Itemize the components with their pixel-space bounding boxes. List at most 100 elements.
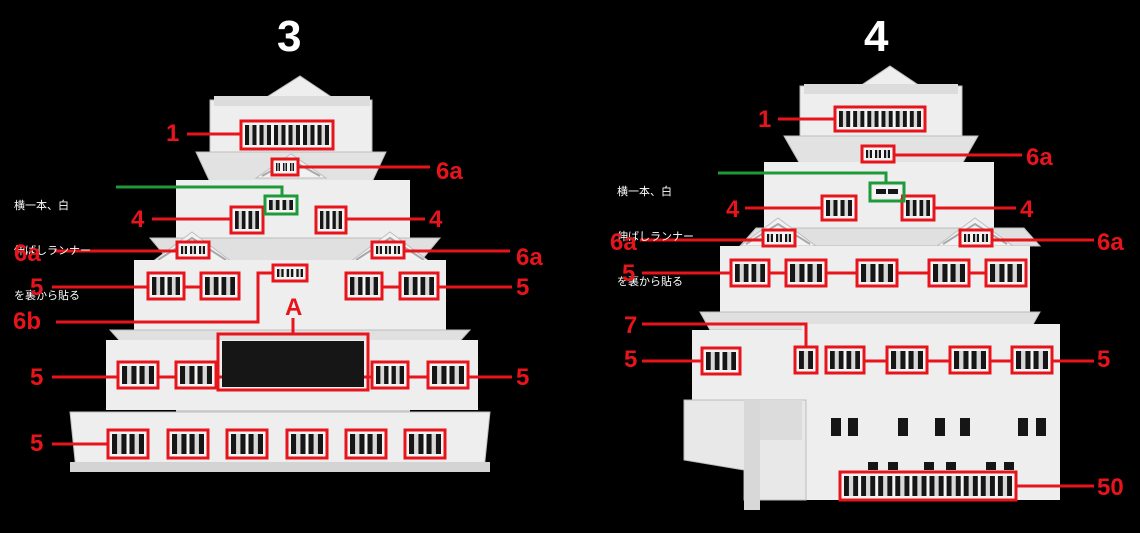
window-mullion bbox=[913, 111, 918, 127]
small-window bbox=[935, 418, 945, 436]
callout-label: 1 bbox=[166, 120, 180, 147]
window-mullion bbox=[1012, 264, 1017, 282]
window-mullion bbox=[372, 434, 377, 454]
callout-label: 5 bbox=[622, 260, 636, 287]
window-mullion bbox=[226, 277, 231, 295]
callout-label: 4 bbox=[429, 206, 443, 233]
window-mullion bbox=[378, 246, 380, 254]
note-line: 伸ばしランナー bbox=[14, 244, 91, 257]
window-mullion bbox=[803, 351, 809, 369]
runner-pane bbox=[876, 189, 886, 194]
callout-label: 6a bbox=[436, 158, 463, 185]
callout-label: 4 bbox=[1020, 196, 1034, 223]
window-mullion bbox=[830, 200, 834, 216]
callout-label: 5 bbox=[624, 346, 638, 373]
callout-label: 50 bbox=[1097, 474, 1124, 501]
window-mullion bbox=[286, 200, 290, 210]
window-mullion bbox=[323, 211, 327, 229]
gable-trim bbox=[157, 236, 227, 261]
small-window bbox=[1018, 418, 1028, 436]
window-mullion bbox=[769, 234, 771, 242]
opening-a bbox=[222, 341, 364, 387]
window-mullion bbox=[194, 434, 199, 454]
callout-label: A bbox=[285, 294, 303, 321]
note-line: 横一本、白 bbox=[617, 185, 672, 198]
window-mullion bbox=[313, 434, 318, 454]
window-mullion bbox=[277, 163, 279, 171]
window-mullion bbox=[710, 352, 715, 370]
window-mullion bbox=[727, 352, 732, 370]
side-block bbox=[760, 400, 802, 440]
callout-label: 6a bbox=[14, 240, 41, 267]
callout-label: 5 bbox=[516, 274, 530, 301]
note-line: 伸ばしランナー bbox=[617, 230, 694, 243]
leader-line bbox=[56, 271, 273, 324]
small-window bbox=[946, 462, 956, 470]
small-window bbox=[888, 462, 898, 470]
window-mullion bbox=[866, 264, 871, 282]
window-mullion bbox=[834, 351, 839, 369]
window-mullion bbox=[396, 246, 398, 254]
window-mullion bbox=[253, 434, 258, 454]
note-leader bbox=[116, 185, 284, 196]
window-mullion bbox=[202, 366, 207, 384]
window-mullion bbox=[955, 264, 960, 282]
window-mullion bbox=[778, 234, 780, 242]
window-mullion bbox=[291, 163, 293, 171]
window-mullion bbox=[896, 351, 901, 369]
window-mullion bbox=[976, 351, 981, 369]
window-mullion bbox=[812, 264, 817, 282]
window-mullion bbox=[185, 366, 190, 384]
window-mullion bbox=[1038, 351, 1043, 369]
callout-label: 6a bbox=[516, 244, 543, 271]
small-window bbox=[924, 462, 934, 470]
window-mullion bbox=[177, 434, 182, 454]
window-mullion bbox=[877, 150, 879, 158]
base-plinth bbox=[70, 462, 490, 472]
runner-pane bbox=[888, 189, 898, 194]
callout-label: 5 bbox=[1097, 346, 1111, 373]
note-line: を裏から貼る bbox=[14, 289, 80, 302]
callout-label: 4 bbox=[726, 196, 740, 223]
window-mullion bbox=[425, 277, 430, 295]
tower-cornice bbox=[804, 84, 958, 94]
window-mullion bbox=[355, 434, 360, 454]
window-mullion bbox=[387, 246, 389, 254]
small-window bbox=[868, 462, 878, 470]
window-mullion bbox=[296, 434, 301, 454]
window-mullion bbox=[984, 234, 986, 242]
window-mullion bbox=[279, 269, 282, 277]
small-window bbox=[848, 418, 858, 436]
window-mullion bbox=[842, 111, 847, 127]
window-mullion bbox=[913, 351, 918, 369]
note-line: 横一本、白 bbox=[14, 199, 69, 212]
window-mullion bbox=[951, 476, 956, 496]
small-window bbox=[831, 418, 841, 436]
window-mullion bbox=[298, 269, 301, 277]
window-mullion bbox=[278, 125, 282, 145]
callout-label: 5 bbox=[30, 364, 44, 391]
small-window bbox=[1004, 462, 1014, 470]
callout-label: 5 bbox=[30, 274, 44, 301]
window-mullion bbox=[885, 111, 889, 127]
window-mullion bbox=[192, 246, 194, 254]
window-mullion bbox=[934, 476, 939, 496]
small-window bbox=[986, 462, 996, 470]
callout-label: 5 bbox=[516, 364, 530, 391]
pillar bbox=[744, 400, 760, 510]
window-mullion bbox=[171, 277, 176, 295]
window-mullion bbox=[321, 125, 325, 145]
window-mullion bbox=[395, 366, 400, 384]
window-mullion bbox=[414, 434, 419, 454]
window-mullion bbox=[238, 211, 242, 229]
window-mullion bbox=[917, 476, 922, 496]
window-mullion bbox=[899, 111, 903, 127]
window-mullion bbox=[209, 277, 214, 295]
leader-line bbox=[642, 322, 808, 347]
window-mullion bbox=[380, 366, 385, 384]
window-mullion bbox=[437, 366, 442, 384]
callout-label: 6a bbox=[1026, 144, 1053, 171]
window-mullion bbox=[252, 211, 256, 229]
panel-3-title: 3 bbox=[277, 12, 302, 61]
